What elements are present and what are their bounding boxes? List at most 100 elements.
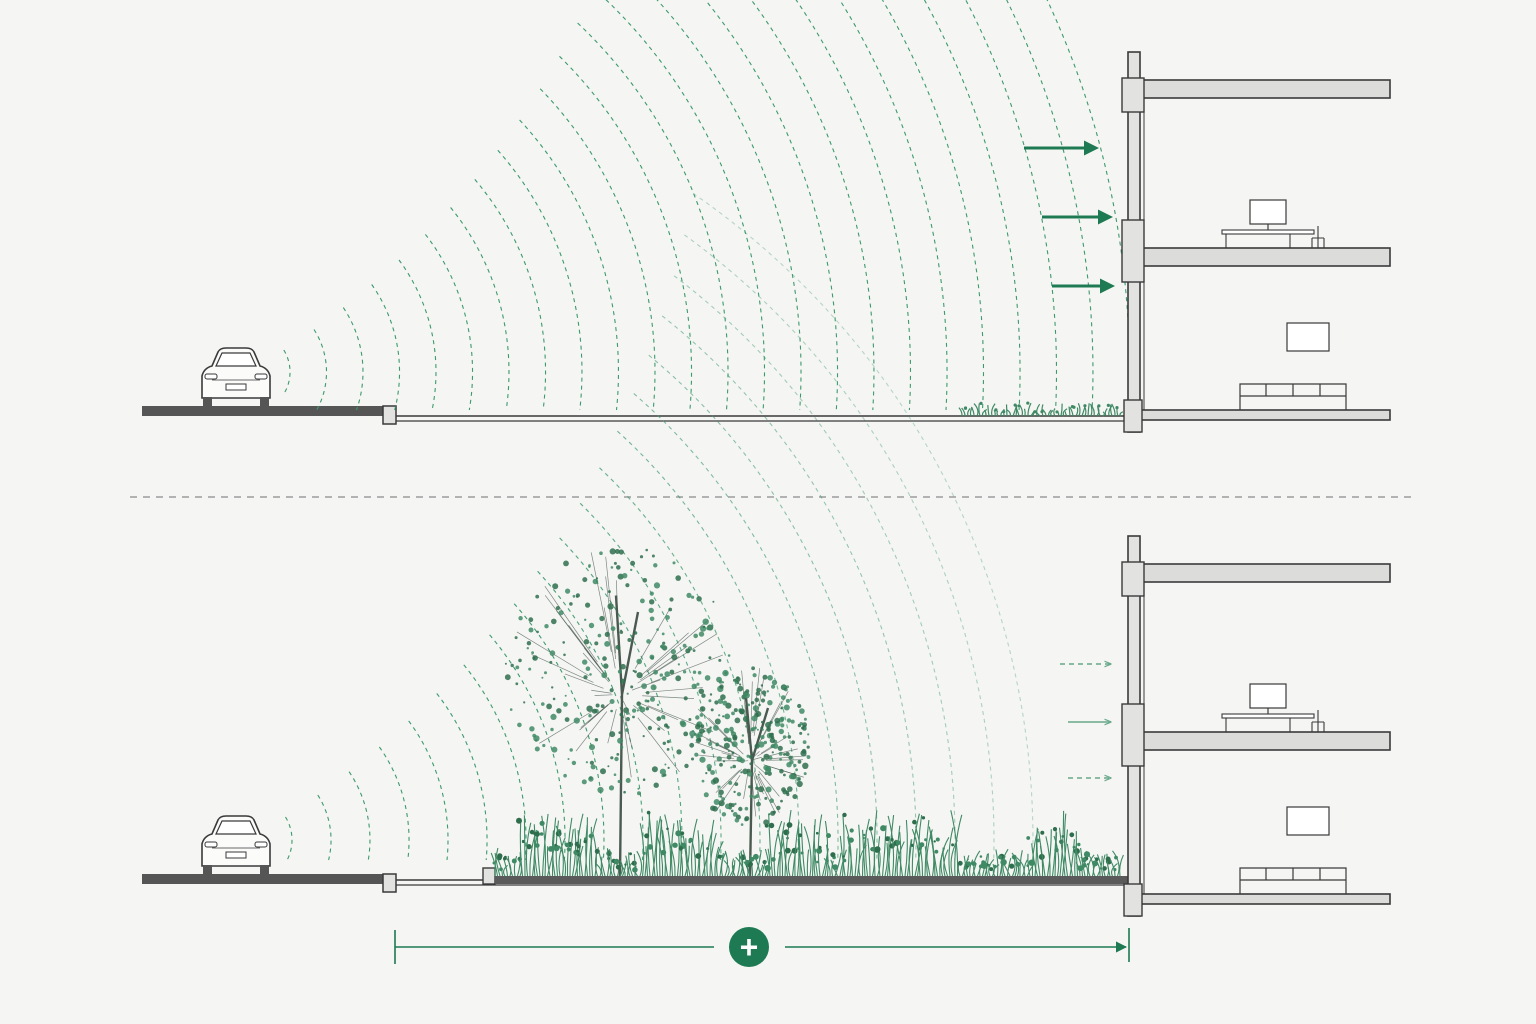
sound-wave-arc <box>704 0 839 411</box>
tree-leaf <box>631 634 633 637</box>
tree-leaf <box>632 708 637 713</box>
groundcover-leaf <box>979 401 983 405</box>
tree-leaf <box>780 707 783 710</box>
tree-leaf <box>796 780 803 788</box>
tree-leaf <box>609 699 615 704</box>
tree-leaf <box>613 773 617 776</box>
shrub-leaf <box>695 853 702 859</box>
shrub-stem <box>1003 864 1011 877</box>
shrub-stem <box>915 826 924 877</box>
tree-leaf <box>769 798 774 803</box>
sound-wave-arc <box>750 0 875 411</box>
shrub-stem <box>731 858 736 877</box>
tree-leaf <box>619 622 623 626</box>
tree-leaf <box>701 779 705 783</box>
tree-leaf <box>608 785 615 791</box>
tree-leaf <box>752 673 757 678</box>
shrub-leaf <box>631 860 637 866</box>
shrub-stem <box>831 860 834 877</box>
shrub-stem <box>1027 853 1031 877</box>
tree-leaf <box>584 618 587 621</box>
shrub-leaf <box>680 831 685 836</box>
tree-leaf <box>639 555 644 559</box>
sound-wave-arc <box>633 393 839 861</box>
shrub-stem <box>685 838 691 877</box>
tree-leaf <box>750 727 754 732</box>
planter-edge <box>482 867 496 885</box>
tree-leaf <box>600 704 605 709</box>
shrub-leaf <box>934 849 939 854</box>
tree-leaf <box>662 741 666 745</box>
shrub-stem <box>495 856 504 877</box>
tree-leaf <box>708 741 713 747</box>
shrub-stem <box>584 817 588 877</box>
shrub-stem <box>988 859 995 877</box>
shrub-stem <box>702 834 706 877</box>
shrub-stem <box>608 849 612 877</box>
shrub-leaf <box>678 846 683 851</box>
shrub-stem <box>494 852 501 877</box>
tree-leaf <box>737 685 744 692</box>
tree-leaf <box>786 762 792 768</box>
shrub-stem <box>574 838 582 877</box>
tree-leaf <box>763 819 769 826</box>
tree-leaf <box>589 744 595 751</box>
shrub-stem <box>551 830 556 877</box>
tree-leaf <box>733 678 737 682</box>
shrub-leaf <box>896 840 901 846</box>
tree-leaf <box>730 730 734 734</box>
tree-leaf <box>609 731 616 738</box>
tree-leaf <box>571 760 577 766</box>
tree-leaf <box>695 724 701 730</box>
shrub-stem <box>645 846 649 877</box>
shrub-stem <box>1080 856 1089 877</box>
shrub-leaf <box>771 857 776 862</box>
shrub-leaf <box>998 855 1002 860</box>
shrub-leaf <box>583 839 588 844</box>
tree-leaf <box>510 663 514 668</box>
tree-leaf <box>677 663 681 666</box>
shrub-stem <box>861 818 870 877</box>
groundcover-leaf <box>1072 405 1076 409</box>
shrub-stem <box>523 815 526 877</box>
shrub-stem <box>698 841 703 877</box>
shrub-leaf <box>987 864 991 867</box>
shrub-stem <box>768 813 774 877</box>
shrub-stem <box>655 816 662 877</box>
shrub-stem <box>1045 836 1051 877</box>
groundcover-blade <box>1053 408 1056 417</box>
tree-leaf <box>778 728 784 735</box>
tree-leaf <box>656 716 662 721</box>
shrub-leaf <box>842 855 845 858</box>
tree-leaf <box>651 766 658 773</box>
groundcover-blade <box>1062 408 1068 417</box>
shrub-stem <box>1069 839 1075 877</box>
groundcover-blade <box>1087 403 1090 417</box>
tree-leaf <box>763 753 770 760</box>
shrub-stem <box>787 849 794 877</box>
shrub-stem <box>516 852 521 877</box>
shrub-leaf <box>644 833 650 839</box>
shrub-leaf <box>539 820 545 826</box>
tree-leaf <box>664 763 667 766</box>
groundcover-leaf <box>1026 401 1030 405</box>
shrub-stem <box>633 854 636 877</box>
shrub-leaf <box>848 838 852 841</box>
sound-wave-arc <box>317 794 332 861</box>
chair-icon <box>1311 226 1325 248</box>
tree-branch <box>743 771 749 799</box>
groundcover-blade <box>984 409 987 417</box>
tree-leaf <box>697 737 702 742</box>
shrub-stem <box>930 830 939 877</box>
tree-branch <box>722 768 743 789</box>
groundcover-leaf <box>1033 410 1037 414</box>
shrub-leaf <box>1015 861 1021 867</box>
tree-leaf <box>740 771 743 774</box>
tree-leaf <box>706 626 711 631</box>
tree-leaf <box>739 708 745 715</box>
tree-leaf <box>666 725 670 729</box>
tree-leaf <box>684 763 689 769</box>
sound-wave-arc <box>965 0 1057 411</box>
shrub-stem <box>894 825 901 877</box>
tree-leaf <box>617 669 622 674</box>
